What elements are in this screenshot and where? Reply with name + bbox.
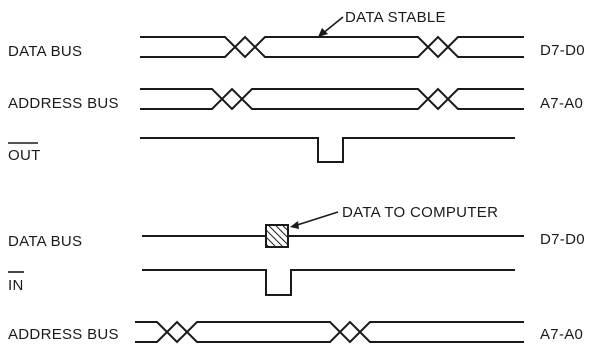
out-data-bus-waveform: [140, 35, 524, 59]
data-stable-annotation: DATA STABLE: [345, 9, 446, 26]
out-address-bus-end-label: A7-A0: [540, 95, 583, 112]
out-address-bus-waveform: [140, 87, 524, 111]
out-strobe-waveform: [140, 137, 515, 163]
out-data-bus-label: DATA BUS: [8, 43, 82, 60]
data-stable-leader-line: [321, 16, 344, 35]
in-address-bus-end-label: A7-A0: [540, 326, 583, 343]
out-address-bus-label: ADDRESS BUS: [8, 95, 119, 112]
in-address-bus-waveform: [135, 320, 524, 344]
in-cycle: DATA BUS D7-D0 DATA TO COMPUTER IN ADDRE…: [8, 204, 585, 344]
out-strobe-label: OUT: [8, 147, 41, 164]
out-data-bus-end-label: D7-D0: [540, 42, 585, 59]
in-strobe-waveform: [142, 269, 515, 296]
out-cycle: DATA BUS D7-D0 DATA STABLE ADDRESS BUS A…: [8, 9, 585, 164]
in-data-bus-end-label: D7-D0: [540, 231, 585, 248]
in-address-bus-label: ADDRESS BUS: [8, 326, 119, 343]
data-to-computer-arrowhead: [290, 221, 299, 229]
data-to-computer-annotation: DATA TO COMPUTER: [342, 204, 498, 221]
in-data-bus-label: DATA BUS: [8, 233, 82, 250]
in-strobe-label: IN: [8, 277, 24, 294]
data-stable-arrowhead: [318, 28, 328, 37]
data-to-computer-leader-line: [293, 211, 339, 227]
data-valid-window: [265, 224, 289, 248]
